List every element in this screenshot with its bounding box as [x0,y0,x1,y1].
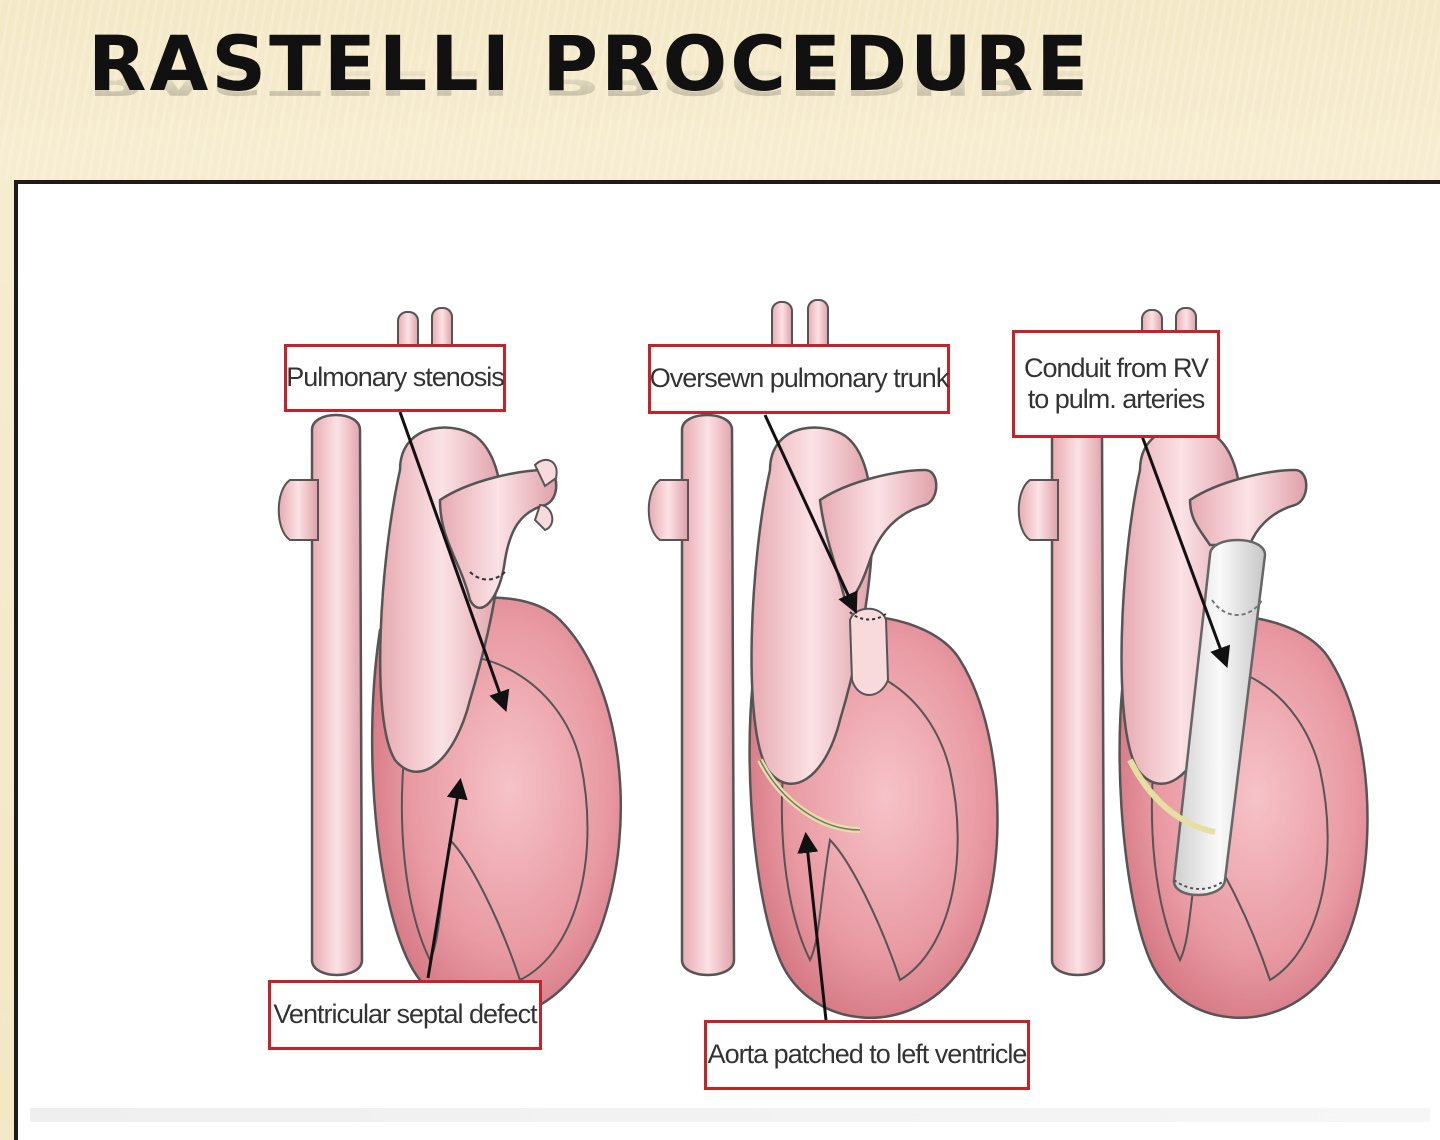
heart-diagram-3 [1017,307,1369,1020]
arrow-vsd [426,777,468,979]
label-oversewn-pulmonary-trunk: Oversewn pulmonary trunk [648,344,950,414]
vsd-patch [1127,758,1216,835]
label-oversewn-text: Oversewn pulmonary trunk [649,363,950,394]
side-branch [647,479,689,541]
heart-diagram-1 [277,307,623,1019]
arrow-oversewn-trunk [763,414,858,614]
stump-suture [849,611,889,621]
label-conduit: Conduit from RV to pulm. arteries [1012,330,1220,438]
pulmonary-artery [1188,468,1308,547]
label-ventricular-septal-defect: Ventricular septal defect [268,980,542,1050]
stenosis-suture [469,571,506,581]
conduit-valve [1211,599,1263,616]
superior-vena-cava [310,413,364,977]
pulmonary-artery [438,468,558,609]
conduit-suture [1173,879,1226,890]
arrow-aorta-patch [797,831,828,1021]
heart-diagram-2 [647,299,999,1021]
arrow-conduit [1140,435,1231,668]
vsd-patch-outline [759,759,861,831]
ventricle-outline [780,663,959,982]
side-branch [277,479,319,541]
pulmonary-branch [533,458,558,488]
label-vsd-text: Ventricular septal defect [273,999,537,1030]
label-aorta-text: Aorta patched to left ventricle [707,1039,1028,1070]
pulmonary-branch [533,503,554,532]
superior-vena-cava [680,413,736,977]
side-branch [1017,479,1059,541]
pulmonary-artery [818,468,938,603]
label-conduit-line2: to pulm. arteries [1027,384,1206,414]
oversewn-stump [848,607,890,696]
cropped-caption-strip [30,1108,1430,1122]
label-pulmonary-stenosis-text: Pulmonary stenosis [286,362,505,393]
label-aorta-patched: Aorta patched to left ventricle [704,1020,1030,1090]
ventricle-outline [400,653,589,982]
ventricle-outline [1150,663,1329,982]
label-pulmonary-stenosis: Pulmonary stenosis [284,344,506,412]
label-conduit-line1: Conduit from RV [1023,352,1209,383]
superior-vena-cava [1050,413,1106,977]
slide-title: RASTELLI PROCEDURE [88,19,1092,108]
arrow-pulmonary-stenosis [398,411,510,712]
